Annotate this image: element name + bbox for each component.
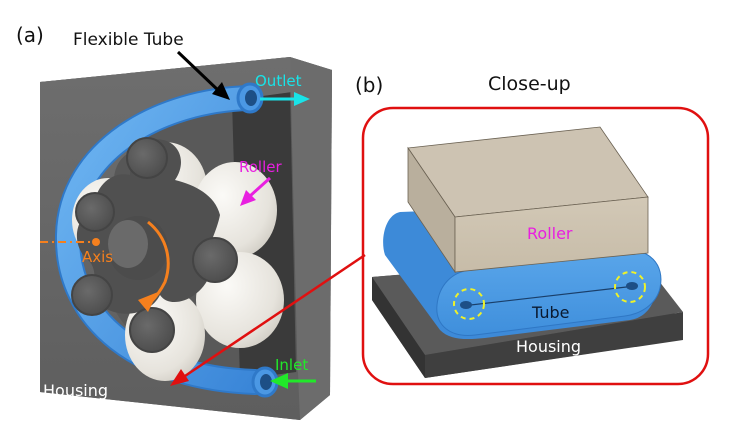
rotor-arm-cap: [71, 274, 113, 316]
close-up-connector-arrow: [170, 253, 366, 386]
close-up-housing-label: Housing: [516, 337, 581, 356]
axis-label: Axis: [82, 248, 113, 266]
inlet-label: Inlet: [275, 356, 308, 374]
close-up-frame: [361, 106, 710, 386]
panel-a: (a) Flexible Tube Outlet Roller Axis Inl…: [16, 23, 366, 420]
outlet-label: Outlet: [255, 72, 302, 90]
housing-label: Housing: [43, 381, 108, 400]
flexible-tube-label: Flexible Tube: [73, 30, 184, 50]
rotation-arrowhead: [138, 292, 158, 312]
close-up-tube-label: Tube: [531, 303, 569, 322]
rotation-arrow: [138, 220, 170, 312]
close-up-title: Close-up: [488, 73, 571, 95]
panel-b-label: (b): [355, 73, 383, 97]
panel-a-label: (a): [16, 23, 44, 47]
close-up-roller-block: [407, 126, 649, 274]
outlet-arrow: [260, 92, 310, 106]
pinch-marker-left: [453, 288, 485, 320]
pinch-marker-right: [614, 271, 646, 303]
axis-marker: [40, 238, 100, 246]
inlet-arrow: [270, 373, 316, 389]
roller-label: Roller: [239, 158, 282, 176]
rotor: [71, 137, 238, 353]
panel-b: (b) Close-up Ro: [355, 73, 710, 386]
rotor-arm-cap: [129, 307, 175, 353]
rotor-arm-cap: [126, 137, 168, 179]
close-up-roller-label: Roller: [527, 224, 573, 243]
rotor-arm-cap: [75, 192, 115, 232]
roller-arrow: [240, 176, 272, 206]
rotor-arm-cap: [192, 237, 238, 283]
flexible-tube-arrow: [176, 50, 230, 100]
